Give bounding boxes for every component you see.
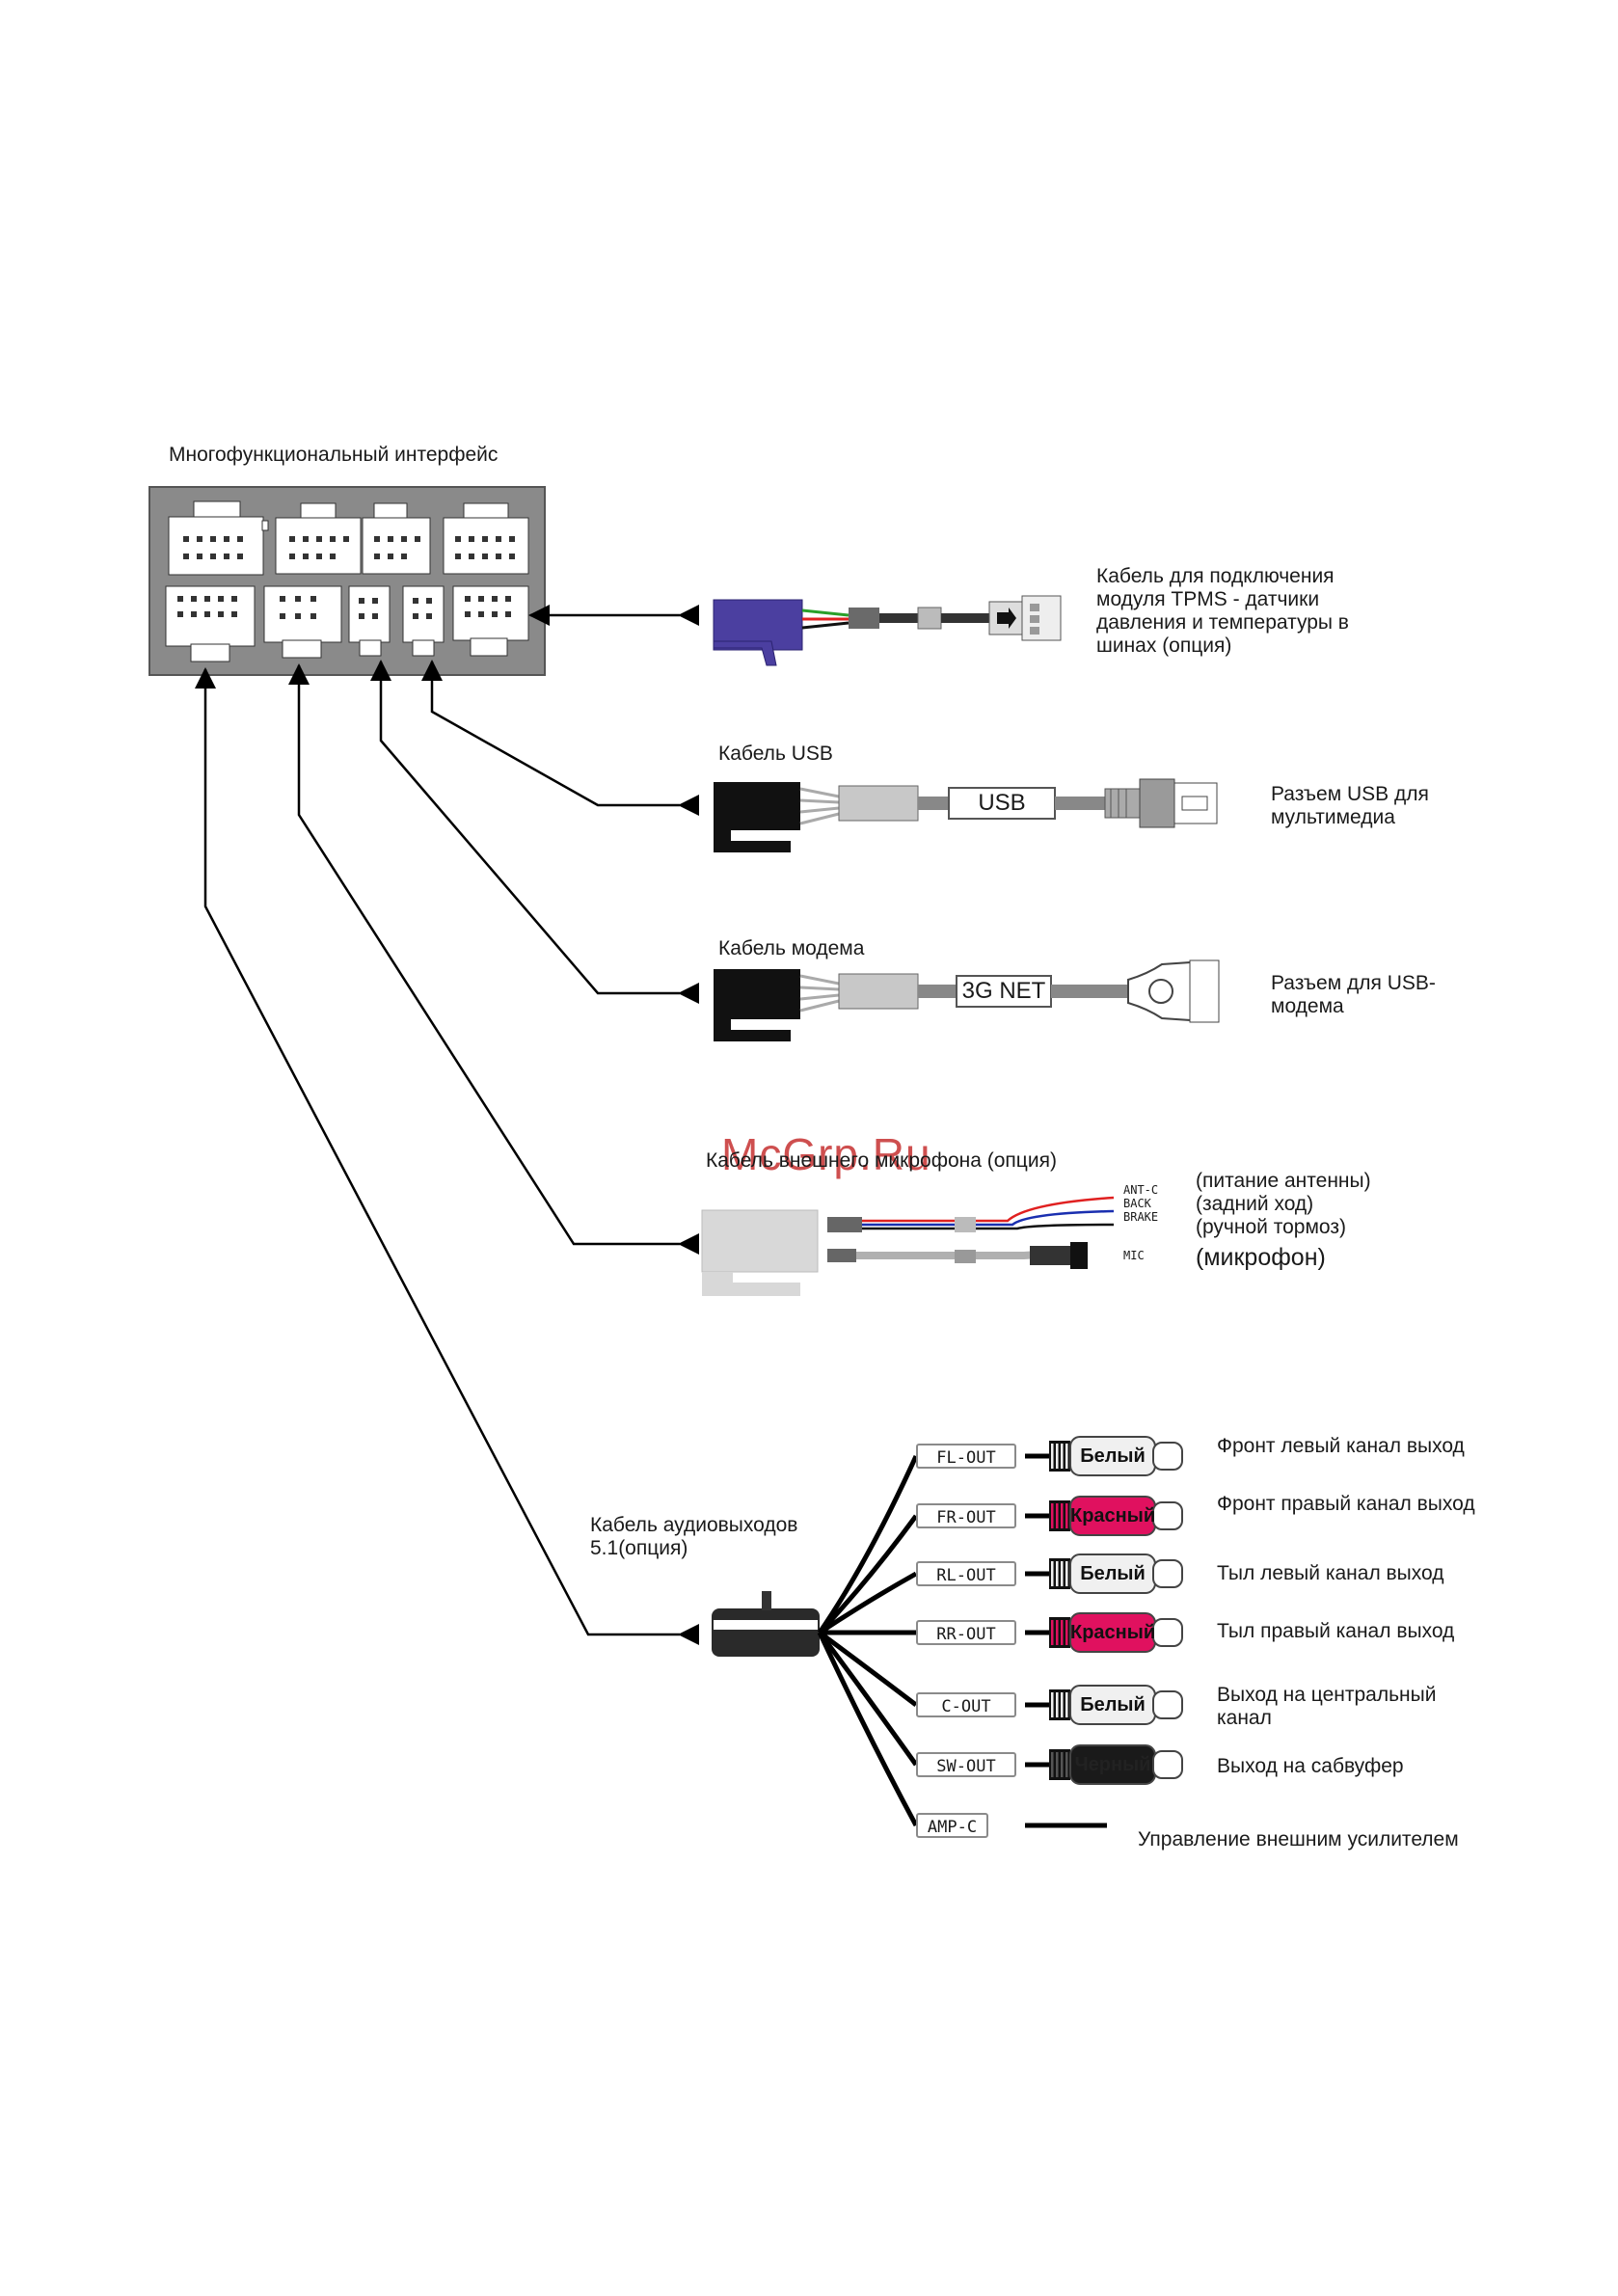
interface-block xyxy=(148,486,546,676)
usb-cable xyxy=(714,778,1218,852)
rca-plug-rl-out xyxy=(1049,1553,1183,1594)
connection-lines xyxy=(195,605,699,1645)
line-mic xyxy=(288,663,699,1255)
audio-desc-rr-out: Тыл правый канал выход xyxy=(1217,1620,1455,1642)
rca-plug-c-out xyxy=(1049,1685,1183,1725)
connector-bottom-2 xyxy=(263,585,342,659)
connector-bottom-4 xyxy=(402,585,445,657)
modem-cable xyxy=(714,959,1220,1041)
connector-bottom-3 xyxy=(348,585,391,657)
audio-desc-sw-out: Выход на сабвуфер xyxy=(1217,1755,1404,1777)
rca-color-fr-out: Красный xyxy=(1070,1505,1156,1526)
pins-top xyxy=(183,536,515,559)
audio-hub xyxy=(712,1591,820,1657)
line-usb xyxy=(421,660,699,816)
mic-tag-back: BACK xyxy=(1123,1197,1151,1210)
mic-desc-back: (задний ход) xyxy=(1196,1193,1314,1215)
rca-color-sw-out: Черный xyxy=(1074,1754,1151,1775)
rca-color-rl-out: Белый xyxy=(1080,1563,1146,1584)
audio-tag-c-out: C-OUT xyxy=(916,1692,1016,1717)
mic-desc-ant-c: (питание антенны) xyxy=(1196,1170,1371,1192)
mic-tag-ant-c: ANT-C xyxy=(1123,1183,1159,1197)
audio-tag-fl-out: FL-OUT xyxy=(916,1444,1016,1469)
modem-connector-desc: Разъем для USB-модема xyxy=(1271,972,1436,1017)
mic-tag-brake: BRAKE xyxy=(1123,1210,1159,1224)
rca-plug-fl-out xyxy=(1049,1436,1183,1476)
tpms-cable xyxy=(713,595,1062,666)
rca-plug-rr-out xyxy=(1049,1612,1183,1653)
audio-tag-fr-out: FR-OUT xyxy=(916,1503,1016,1528)
audio-desc-rl-out: Тыл левый канал выход xyxy=(1217,1562,1444,1584)
mic-desc-mic: (микрофон) xyxy=(1196,1244,1326,1271)
watermark: McGrp.Ru xyxy=(721,1129,931,1179)
modem-plug-label: 3G NET xyxy=(961,978,1046,1004)
rca-color-fl-out: Белый xyxy=(1080,1445,1146,1467)
audio-tag-rr-out: RR-OUT xyxy=(916,1620,1016,1645)
mic-tag-mic: MIC xyxy=(1123,1249,1145,1262)
rca-plug-sw-out xyxy=(1049,1744,1183,1785)
rca-color-rr-out: Красный xyxy=(1070,1622,1156,1643)
audio-desc-c-out: Выход на центральный канал xyxy=(1217,1684,1437,1729)
connector-top-2 xyxy=(275,502,362,575)
amp-c-desc: Управление внешним усилителем xyxy=(1138,1828,1459,1850)
connector-top-3 xyxy=(362,502,431,575)
pins-bottom xyxy=(177,596,511,619)
audio-tag-sw-out: SW-OUT xyxy=(916,1752,1016,1777)
usb-cable-title: Кабель USB xyxy=(718,743,833,765)
audio-desc-fl-out: Фронт левый канал выход xyxy=(1217,1435,1465,1457)
audio-desc-fr-out: Фронт правый канал выход xyxy=(1217,1493,1475,1515)
audio-tag-rl-out: RL-OUT xyxy=(916,1561,1016,1586)
tpms-description: Кабель для подключения модуля TPMS - дат… xyxy=(1096,565,1349,657)
modem-cable-title: Кабель модема xyxy=(718,937,865,959)
interface-title: Многофункциональный интерфейс xyxy=(169,444,499,466)
mic-desc-brake: (ручной тормоз) xyxy=(1196,1216,1346,1238)
audio-fan-lines xyxy=(817,1453,1107,1828)
connector-top-4 xyxy=(443,502,529,575)
amp-c-tag: AMP-C xyxy=(916,1813,988,1838)
rca-plug-fr-out xyxy=(1049,1496,1183,1536)
usb-connector-desc: Разъем USB для мультимедиа xyxy=(1271,783,1429,828)
line-modem xyxy=(370,660,699,1004)
usb-plug-label: USB xyxy=(978,790,1026,816)
rca-color-c-out: Белый xyxy=(1080,1694,1146,1715)
connector-top-1 xyxy=(168,500,269,576)
line-audio xyxy=(195,667,699,1645)
audio-cable-title: Кабель аудиовыходов 5.1(опция) xyxy=(590,1514,798,1559)
mic-cable-title: Кабель внешнего микрофона (опция) xyxy=(706,1149,1057,1172)
mic-cable xyxy=(701,1196,1115,1296)
rca-plugs xyxy=(1049,1436,1183,1785)
